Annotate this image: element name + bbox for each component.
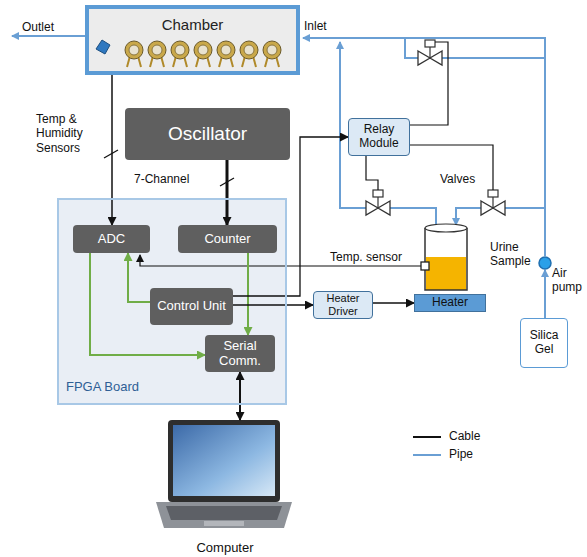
connector	[226, 160, 229, 225]
annotation-label: Inlet	[304, 19, 327, 33]
annotation-label: Valves	[440, 172, 475, 186]
node-text: Chamber	[162, 16, 224, 33]
legend-swatch	[413, 436, 441, 438]
connector	[247, 253, 249, 335]
node-text: Serial Comm.	[208, 339, 272, 369]
relay-wires	[104, 42, 493, 266]
control-unit-box: Control Unit	[150, 288, 233, 325]
silica-gel-box: Silica Gel	[520, 318, 568, 368]
connector	[233, 304, 313, 305]
air-pump	[539, 257, 551, 269]
connector	[373, 302, 414, 304]
node-text: Heater	[432, 296, 468, 310]
counter-box: Counter	[178, 225, 277, 253]
annotation-label: Urine Sample	[490, 240, 540, 269]
valve	[418, 40, 442, 65]
node-text: Control Unit	[157, 299, 226, 314]
chamber-box: Chamber	[85, 5, 300, 75]
urine-beaker	[421, 224, 467, 290]
node-text: ADC	[98, 232, 125, 247]
gas-sensor-array	[125, 41, 281, 67]
humidity-sensor	[96, 40, 110, 54]
serial-comm-box: Serial Comm.	[205, 335, 275, 372]
connector	[239, 372, 241, 420]
legend-text: Cable	[449, 430, 480, 444]
node-text: Counter	[204, 232, 250, 247]
connector	[233, 137, 348, 296]
oscillator-box: Oscillator	[125, 108, 290, 160]
laptop	[156, 420, 292, 528]
chamber-fill	[89, 9, 296, 71]
adc-box: ADC	[73, 225, 150, 253]
heater-box: Heater	[414, 294, 486, 312]
connector	[111, 75, 113, 225]
annotation-label: 7-Channel	[134, 172, 189, 186]
legend-entry: Pipe	[413, 448, 473, 462]
annotation-label: Temp. sensor	[330, 250, 402, 264]
connector	[128, 253, 150, 302]
annotation-label: Air pump	[552, 266, 584, 295]
fpga-board: FPGA Board ADC CounterControl UnitSerial C…	[57, 198, 287, 405]
computer-node: Computer	[150, 420, 300, 557]
pipes	[12, 36, 545, 318]
legend-swatch	[413, 454, 441, 456]
annotation-label: Temp & Humidity Sensors	[36, 112, 100, 155]
node-text: FPGA Board	[66, 380, 139, 395]
node-text: Silica Gel	[523, 329, 565, 357]
node-text: Oscillator	[168, 123, 247, 145]
node-text: Heater Driver	[316, 292, 370, 317]
relay-module-box: Relay Module	[348, 118, 410, 156]
fpga-fill	[57, 198, 287, 405]
legend-text: Pipe	[449, 448, 473, 462]
node-text: Computer	[196, 541, 253, 556]
heater-driver-box: Heater Driver	[313, 291, 373, 319]
valve	[366, 190, 390, 215]
legend-entry: Cable	[413, 430, 480, 444]
annotation-label: Outlet	[22, 20, 54, 34]
valve	[481, 190, 505, 215]
node-text: Relay Module	[351, 123, 407, 151]
